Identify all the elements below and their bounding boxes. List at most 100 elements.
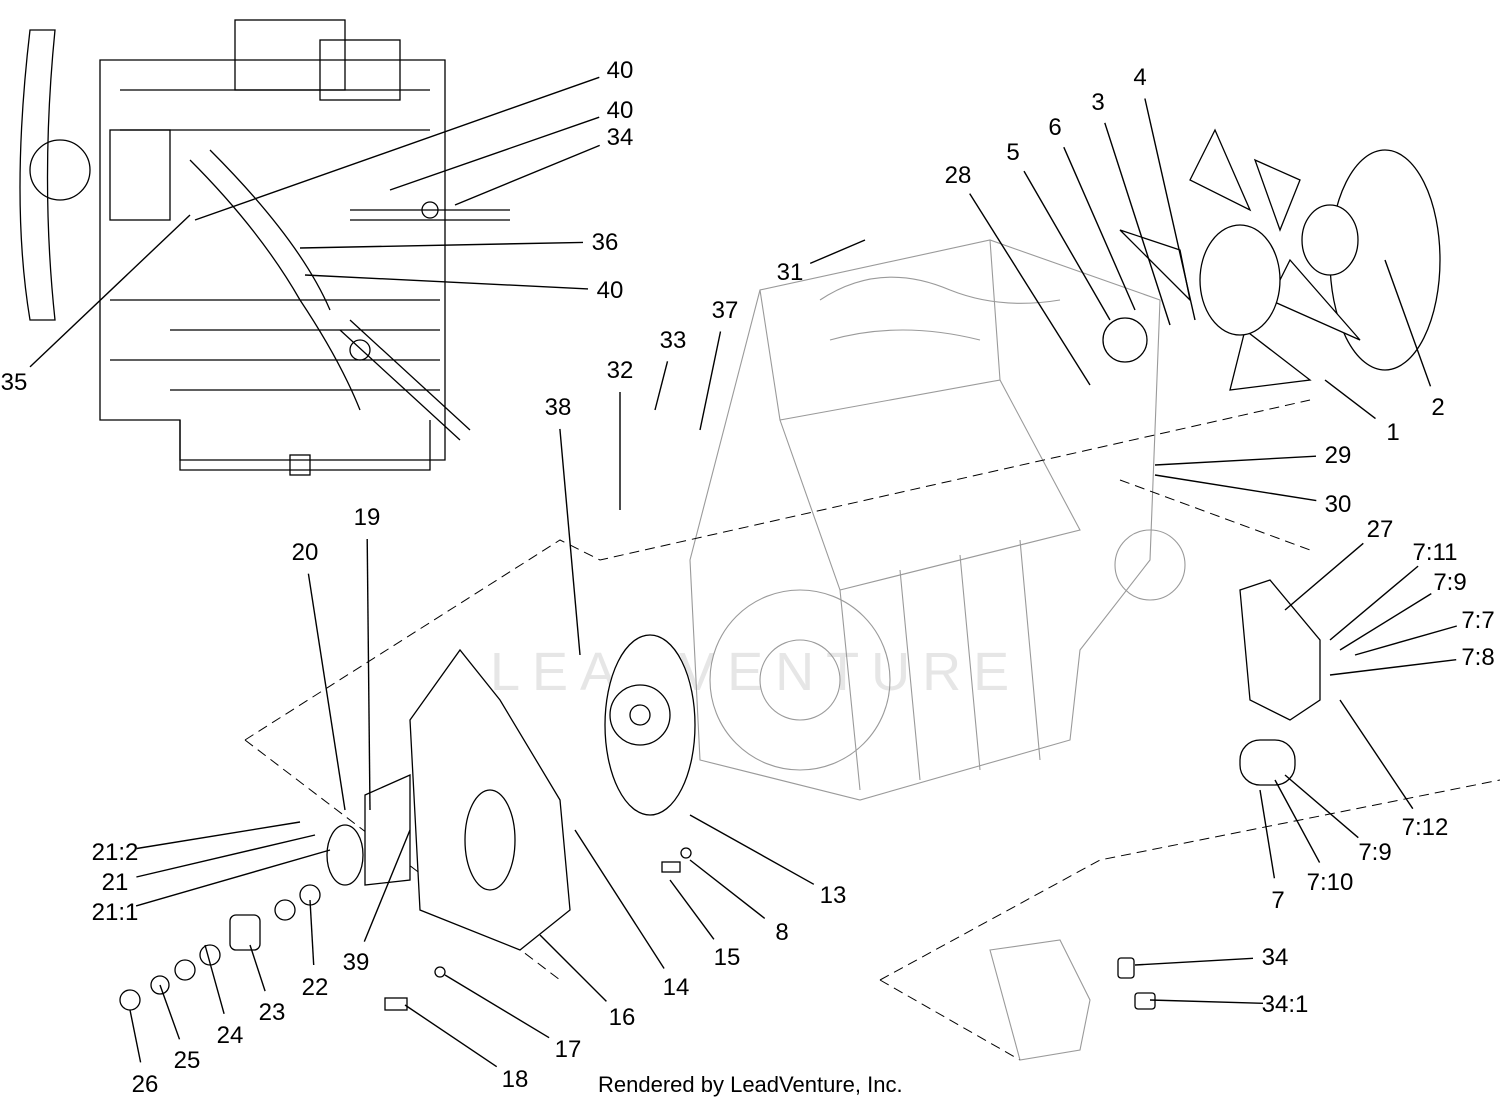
callout-17: 17 — [444, 974, 582, 1063]
callout-7-8: 7:8 — [1329, 644, 1495, 676]
callout-leader-line — [1284, 774, 1359, 839]
callout-leader-line — [129, 1009, 142, 1063]
callout-22: 22 — [302, 899, 329, 1001]
callout-label: 4 — [1133, 64, 1146, 91]
callout-label: 2 — [1431, 394, 1444, 421]
callout-label: 21:2 — [92, 839, 139, 866]
callout-35: 35 — [1, 214, 191, 396]
callout-label: 21:1 — [92, 899, 139, 926]
callout-leader-line — [366, 538, 371, 811]
callout-3: 3 — [1091, 89, 1171, 326]
callout-label: 21 — [102, 869, 129, 896]
callout-label: 7:12 — [1402, 814, 1449, 841]
callout-36: 36 — [299, 229, 618, 256]
callout-leader-line — [444, 974, 550, 1039]
callout-leader-line — [194, 76, 600, 221]
callout-7-9: 7:9 — [1339, 569, 1467, 651]
callout-30: 30 — [1154, 474, 1351, 518]
callout-label: 7:9 — [1433, 569, 1466, 596]
callout-label: 34 — [607, 124, 634, 151]
callout-leader-line — [1154, 455, 1317, 466]
callout-leader-line — [135, 849, 331, 907]
callout-leader-line — [1384, 259, 1432, 387]
fan-assembly-illustration — [1102, 128, 1441, 391]
callout-leader-line — [136, 821, 301, 850]
callout-leader-line — [969, 193, 1091, 386]
callout-7-11: 7:11 — [1329, 539, 1457, 641]
callout-24: 24 — [204, 944, 244, 1049]
callout-label: 34 — [1262, 944, 1289, 971]
callout-label: 40 — [597, 277, 624, 304]
callout-25: 25 — [159, 984, 200, 1074]
callout-7-7: 7:7 — [1354, 607, 1495, 656]
callout-28: 28 — [945, 162, 1091, 386]
callout-label: 35 — [1, 369, 28, 396]
callout-label: 31 — [777, 259, 804, 286]
flexplate-illustration — [604, 634, 696, 816]
callout-7-12: 7:12 — [1339, 699, 1449, 841]
callout-26: 26 — [129, 1009, 158, 1098]
callout-7: 7 — [1259, 789, 1285, 914]
sensor-illustration — [989, 939, 1156, 1061]
callout-leader-line — [29, 214, 191, 368]
callout-leader-line — [1063, 146, 1136, 311]
callout-leader-line — [809, 239, 866, 265]
callout-leader-line — [307, 573, 346, 811]
callout-19: 19 — [354, 504, 381, 811]
callout-leader-line — [404, 1004, 498, 1068]
callout-leader-line — [1259, 789, 1276, 879]
callout-leader-line — [1023, 170, 1111, 321]
callout-leader-line — [1284, 542, 1364, 611]
callout-leader-line — [454, 144, 600, 206]
callout-15: 15 — [669, 879, 741, 971]
callout-label: 27 — [1367, 516, 1394, 543]
callout-label: 5 — [1006, 139, 1019, 166]
callout-label: 40 — [607, 57, 634, 84]
callout-21: 21 — [102, 834, 316, 896]
watermark-text: LEADVENTURE — [490, 642, 1021, 702]
callout-40: 40 — [194, 57, 634, 221]
callout-label: 6 — [1048, 114, 1061, 141]
callout-label: 32 — [607, 357, 634, 384]
callout-16: 16 — [539, 934, 635, 1031]
callout-leader-line — [204, 944, 225, 1014]
callout-20: 20 — [292, 539, 346, 811]
callout-leader-line — [363, 829, 411, 942]
callout-37: 37 — [699, 297, 739, 431]
callout-leader-line — [669, 879, 715, 940]
callout-leader-line — [559, 428, 581, 656]
callout-leader-line — [689, 814, 815, 885]
callout-6: 6 — [1048, 114, 1136, 311]
callout-1: 1 — [1324, 379, 1400, 446]
credit-text: Rendered by LeadVenture, Inc. — [598, 1072, 903, 1097]
callout-4: 4 — [1133, 64, 1196, 321]
callout-leader-line — [1154, 474, 1317, 502]
callout-label: 8 — [775, 919, 788, 946]
callout-label: 19 — [354, 504, 381, 531]
callout-32: 32 — [607, 357, 634, 510]
callout-label: 40 — [607, 97, 634, 124]
callout-label: 7:9 — [1358, 839, 1391, 866]
callout-14: 14 — [574, 829, 689, 1001]
callout-label: 7:10 — [1307, 869, 1354, 896]
callout-label: 24 — [217, 1022, 244, 1049]
callout-label: 37 — [712, 297, 739, 324]
callout-label: 28 — [945, 162, 972, 189]
callout-label: 15 — [714, 944, 741, 971]
callout-34: 34 — [1134, 944, 1289, 971]
callout-label: 22 — [302, 974, 329, 1001]
callout-leader-line — [1134, 957, 1254, 966]
callout-label: 17 — [555, 1036, 582, 1063]
callout-label: 1 — [1386, 419, 1399, 446]
callout-27: 27 — [1284, 516, 1394, 611]
callout-23: 23 — [249, 944, 285, 1026]
callout-13: 13 — [689, 814, 846, 909]
callout-label: 39 — [343, 949, 370, 976]
callout-leader-line — [1324, 379, 1376, 420]
callout-label: 38 — [545, 394, 572, 421]
main-engine-illustration — [689, 239, 1186, 801]
callout-leader-line — [574, 829, 665, 969]
callout-leader-line — [304, 274, 589, 290]
callout-label: 29 — [1325, 442, 1352, 469]
